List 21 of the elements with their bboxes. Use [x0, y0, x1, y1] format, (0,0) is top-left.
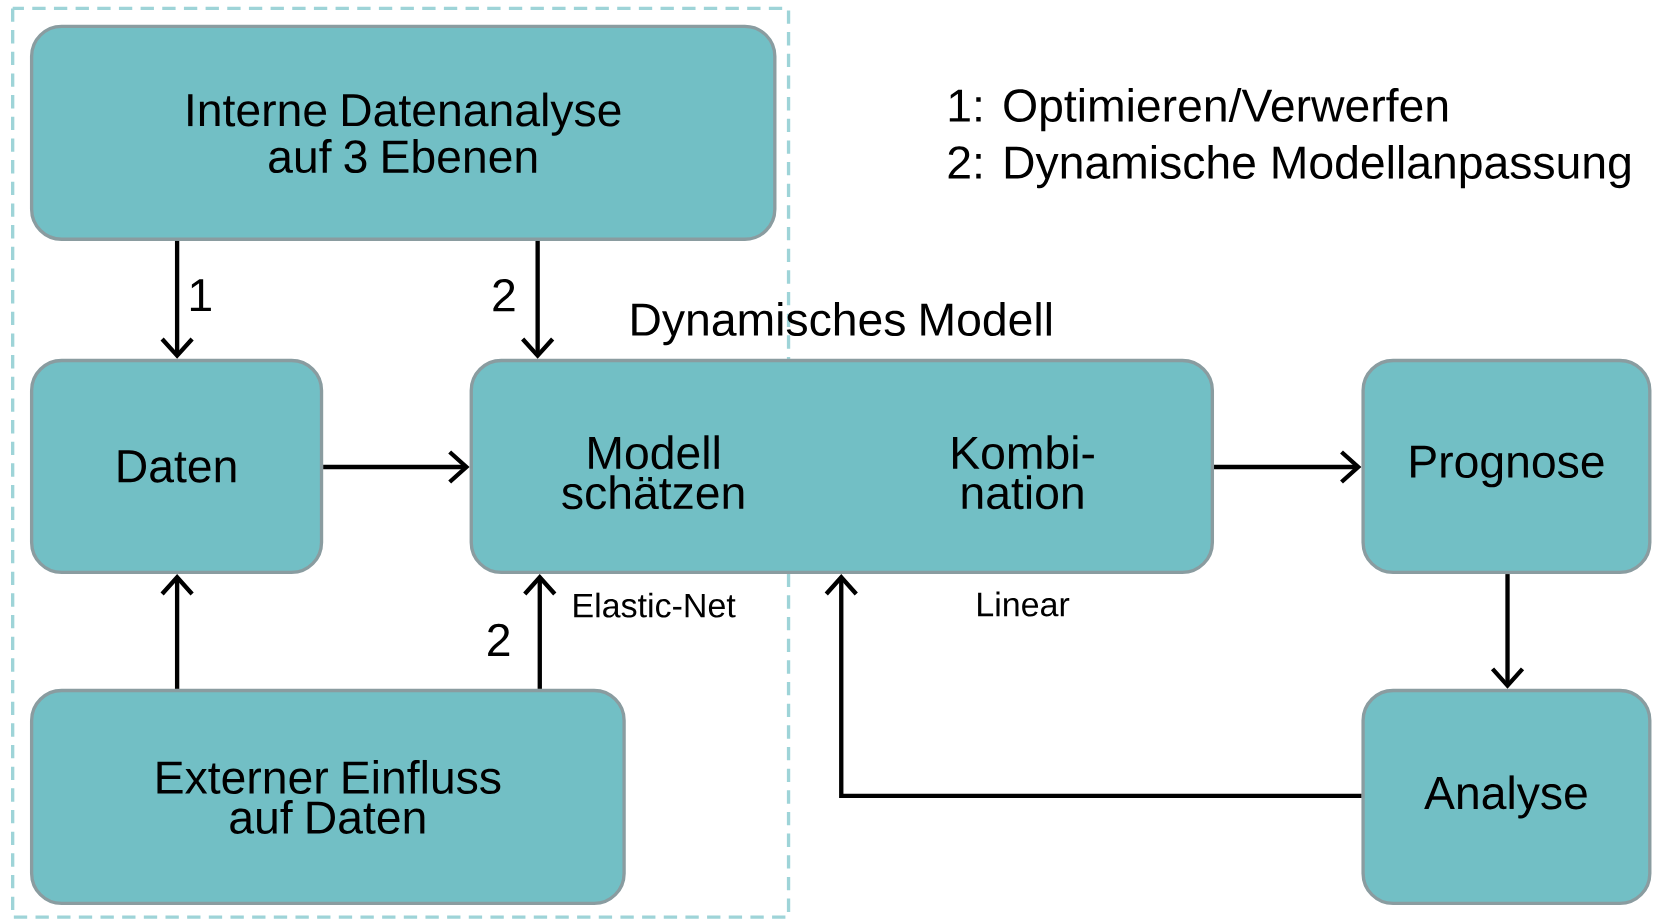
process-box: Interne Datenanalyse auf 3 Ebenen	[29, 24, 777, 241]
arrow	[1490, 573, 1525, 689]
arrow	[1214, 450, 1362, 484]
node-label: Dynamisches Modell	[632, 301, 1051, 346]
process-box: Prognose	[1361, 358, 1652, 574]
arrow	[523, 573, 557, 689]
arrow	[323, 450, 470, 484]
process-box: Daten	[29, 358, 324, 574]
annotation-text: Linear	[978, 591, 1070, 617]
annotation-text: Elastic-Net	[574, 592, 736, 618]
note-text: 1: Optimieren/Verwerfen	[949, 87, 1448, 132]
arrow	[160, 240, 194, 359]
arrow	[521, 240, 555, 359]
note-text: 2: Dynamische Modellanpassung	[948, 144, 1630, 188]
edge-label: 2	[488, 623, 510, 656]
arrow	[160, 573, 194, 689]
process-box: Analyse	[1361, 688, 1652, 905]
edge-label: 2	[493, 278, 515, 312]
process-box: Externer Einfluss auf Daten	[29, 688, 626, 905]
arrow	[824, 573, 1362, 798]
edge-label: 1	[190, 279, 211, 311]
